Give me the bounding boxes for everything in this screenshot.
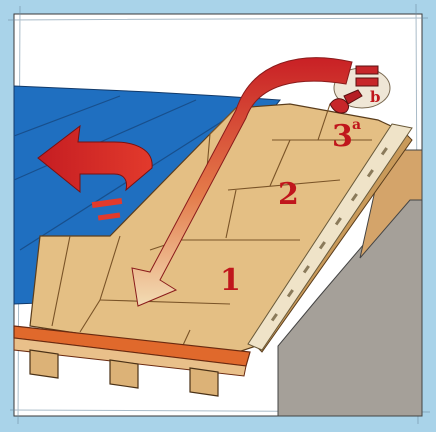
edge-clip-strip — [247, 123, 413, 351]
step-label-2: 2 — [278, 177, 299, 212]
frame-sketch-lines — [7, 3, 431, 425]
eave-board — [13, 337, 247, 377]
curved-arrow-icon — [131, 57, 353, 307]
rafter-tails — [29, 349, 219, 397]
detail-label-b: b — [370, 88, 381, 106]
gable-trim — [359, 149, 423, 259]
step-label-1: 1 — [220, 263, 241, 298]
panel-seams — [51, 103, 372, 357]
left-arrow-icon — [37, 124, 153, 221]
step-label-3-superscript: a — [352, 117, 362, 133]
step-label-3: 3 — [332, 119, 353, 154]
